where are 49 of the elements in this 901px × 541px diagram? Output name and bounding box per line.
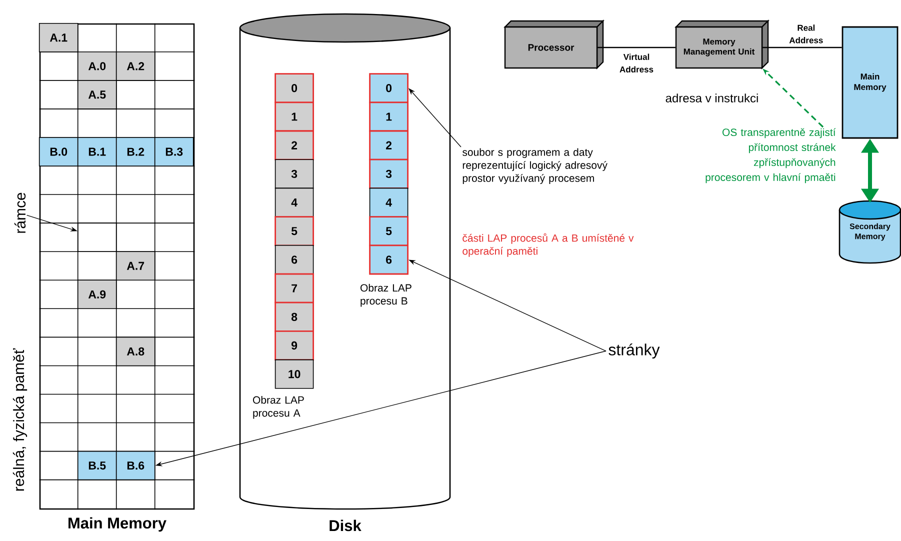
memory-frame: A.0 [77,51,117,81]
memory-box: Main Memory [842,26,898,139]
page-box: 5 [369,216,408,246]
vertical-label: reálná, fyzická paměť [12,348,28,491]
page-box: 9 [274,330,314,360]
page-box: 1 [369,102,408,132]
memory-frame: A.1 [38,22,78,52]
page-box: 4 [369,188,408,218]
memory-frame: B.3 [154,137,194,166]
connector-line [762,46,842,48]
annotation-text: adresa v instrukci [666,94,758,102]
empty-frame [77,222,117,252]
memory-frame: A.2 [116,51,156,81]
memory-frame: A.9 [77,280,117,310]
page-box: 2 [274,130,314,160]
memory-frame: B.5 [77,450,117,480]
memory-frame: B.1 [77,137,117,166]
page-box: 3 [274,159,314,189]
page-box: 0 [274,73,314,104]
edge-label: Virtual Address [613,52,660,74]
page-box: 3 [369,158,408,189]
memory-frame: A.8 [116,336,156,366]
pages-label: stránky [608,343,660,359]
page-box: 5 [274,216,314,246]
storage-cylinder: Secondary Memory [838,200,901,264]
memory-frame: B.2 [116,137,156,166]
frame-label: rámce [14,192,26,233]
memory-frame: A.7 [116,251,156,281]
annotation-text: soubor s programem a daty reprezentující logický adresový prostor využívaný procesem [462,148,608,184]
connector-line [598,46,676,48]
node-label: Main Memory [68,517,166,532]
memory-frame: B.0 [38,137,78,166]
image-caption: Obraz LAP procesu B [360,284,412,307]
page-box: 4 [274,188,314,218]
annotation-text: OS transparentně zajistí přítomnost stránek zpřístupňovaných procesorem v hlavní pmaěti [706,128,836,184]
page-box: 2 [369,130,408,160]
page-box: 8 [274,302,314,332]
annotation-text: části LAP procesů A a B umístěné v operační paměti [462,233,634,257]
page-box: 0 [369,73,408,104]
image-caption: Obraz LAP procesu A [253,396,304,419]
page-box: 1 [274,102,314,132]
page-box: 6 [369,244,408,275]
page-box: 7 [274,273,314,304]
page-box: 6 [274,245,314,274]
node-label: Disk [330,520,362,532]
page-box: 10 [274,359,314,389]
memory-frame: A.5 [77,80,117,110]
edge-label: Real Address [785,24,828,44]
memory-frame: B.6 [116,450,156,480]
